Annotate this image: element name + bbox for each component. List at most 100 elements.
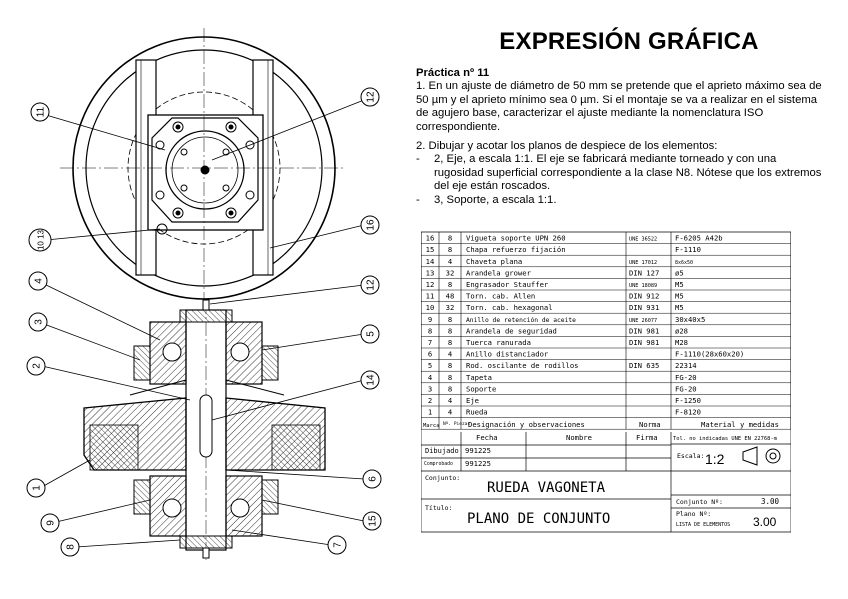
bom-piezas: 4 [448, 408, 452, 417]
bom-designacion: Torn. cab. Allen [466, 292, 535, 301]
comprobado-fecha: 991225 [465, 459, 491, 468]
bom-marca: 8 [428, 326, 432, 335]
bom-norma: DIN 981 [629, 326, 659, 335]
list-item: - 3, Soporte, a escala 1:1. [416, 194, 826, 207]
bom-piezas: 8 [448, 280, 452, 289]
dibujado-label: Dibujado [425, 447, 459, 455]
plano-n-value: 3.00 [753, 515, 777, 529]
conjunto-n-label: Conjunto Nº: [676, 498, 723, 506]
bolt-holes [155, 121, 255, 235]
bom-marca: 13 [426, 268, 435, 277]
balloon-3: 3 [34, 319, 45, 325]
bom-header: Marca Nº. Piezas Designación y observaci… [423, 420, 779, 429]
bom-material: M5 [675, 292, 684, 301]
support-octagon [151, 117, 259, 223]
balloon-15: 15 [368, 515, 379, 527]
bom-designacion: Rueda [466, 408, 488, 417]
bom-piezas: 4 [448, 257, 452, 266]
bom-marca: 2 [428, 396, 432, 405]
bom-designacion: Anillo distanciador [466, 350, 549, 359]
bom-material: ø5 [675, 268, 684, 277]
bullet-marker: - [416, 153, 420, 166]
bom-designacion: Arandela grower [466, 268, 532, 277]
list-item: - 2, Eje, a escala 1:1. El eje se fabric… [416, 153, 826, 193]
balloon-8: 8 [66, 544, 77, 550]
page-title: EXPRESIÓN GRÁFICA [499, 28, 759, 55]
nombre-label: Nombre [566, 433, 592, 442]
approval-block: Fecha Nombre Firma Tol. no indicadas UNE… [424, 433, 780, 529]
dibujado-fecha: 991225 [465, 446, 491, 455]
titulo-name: PLANO DE CONJUNTO [467, 511, 610, 527]
table-row: 15 8 Chapa refuerzo fijación F-1110 [426, 245, 701, 254]
bom-material: M5 [675, 280, 684, 289]
table-row: 4 8 Tapeta FG-20 [428, 373, 697, 382]
bom-marca: 4 [428, 373, 432, 382]
bom-material: M5 [675, 303, 684, 312]
bom-norma: UNE 26077 [629, 318, 657, 324]
bom-material: FG-20 [675, 373, 697, 382]
titulo-label: Título: [425, 504, 452, 512]
bom-grid [421, 231, 791, 533]
conjunto-n-value: 3.00 [761, 497, 780, 506]
exercise-bullet-2: 3, Soporte, a escala 1:1. [434, 193, 557, 206]
keyway [199, 394, 213, 458]
bom-material: F-1110 [675, 245, 701, 254]
bom-marca: 7 [428, 338, 432, 347]
bom-norma: UNE 36522 [629, 237, 657, 243]
bom-norma: DIN 635 [629, 361, 659, 370]
tolerance-note: Tol. no indicadas UNE EN 22768-m [673, 436, 777, 442]
bom-piezas: 8 [448, 338, 452, 347]
bom-norma: DIN 127 [629, 268, 659, 277]
assembly-drawing: 11 12 10 13 16 4 12 3 5 2 14 1 6 9 15 8 … [26, 28, 382, 560]
header-norma: Norma [639, 420, 661, 429]
bom-piezas: 8 [448, 245, 452, 254]
bom-designacion: Anillo de retención de aceite [466, 316, 576, 324]
bullet-marker: - [416, 193, 420, 206]
bom-piezas: 4 [448, 396, 452, 405]
bom-marca: 12 [426, 280, 435, 289]
bom-marca: 14 [426, 257, 435, 266]
bom-material: F-6205 A42b [675, 234, 723, 243]
top-view [60, 28, 345, 300]
bom-marca: 9 [428, 315, 432, 324]
header-designacion: Designación y observaciones [468, 420, 585, 429]
bom-designacion: Tapeta [466, 373, 492, 382]
bom-piezas: 8 [448, 234, 452, 243]
exercise-paragraph-1: 1. En un ajuste de diámetro de 50 mm se … [416, 80, 822, 133]
bom-piezas: 4 [448, 350, 452, 359]
bom-marca: 3 [428, 384, 432, 393]
bom-designacion: Vigueta soporte UPN 260 [466, 234, 566, 243]
bom-marca: 15 [426, 245, 435, 254]
bom-material: F-1110(28x60x20) [675, 350, 744, 359]
bom-piezas: 8 [448, 373, 452, 382]
bom-designacion: Chapa refuerzo fijación [466, 245, 566, 254]
bom-material: 30x40x5 [675, 315, 705, 324]
bom-material: F-1250 [675, 396, 701, 405]
leader-lines [39, 99, 365, 548]
bom-marca: 16 [426, 234, 435, 243]
balloon-9: 9 [46, 520, 57, 526]
firma-label: Firma [636, 433, 658, 442]
bom-marca: 5 [428, 361, 432, 370]
balloon-5: 5 [366, 331, 377, 337]
balloon-12-bottom: 12 [366, 279, 377, 291]
bom-material: FG-20 [675, 384, 697, 393]
bom-material: 22314 [675, 361, 697, 370]
balloon-7: 7 [333, 542, 344, 548]
practice-title: Práctica nº 11 [416, 67, 490, 79]
balloon-11: 11 [36, 106, 47, 117]
lista-label: LISTA DE ELEMENTOS [676, 522, 730, 528]
balloon-1: 1 [32, 485, 43, 491]
bom-piezas: 8 [448, 361, 452, 370]
